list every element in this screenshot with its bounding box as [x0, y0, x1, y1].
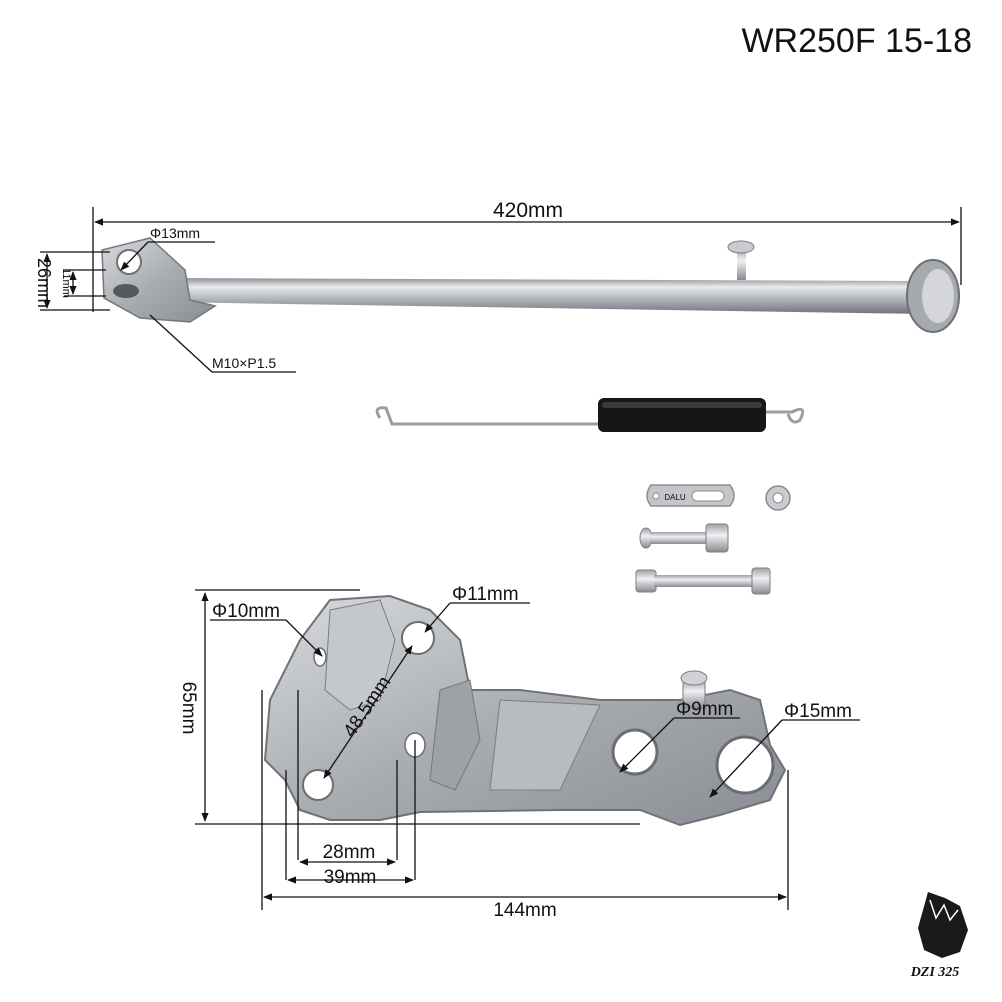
kickstand-tube: [160, 278, 925, 314]
bore-label: Φ13mm: [150, 225, 200, 241]
long-bolt: [635, 567, 771, 595]
product-title: WR250F 15-18: [741, 22, 972, 60]
kickstand: [101, 237, 960, 333]
length-label: 420mm: [493, 199, 563, 222]
bolt-with-nut: [639, 523, 729, 553]
hole-right-label: Φ15mm: [784, 701, 852, 722]
watermark-text: DZI 325: [910, 965, 960, 980]
spacing-b-label: 39mm: [324, 867, 377, 888]
hole-right: [715, 735, 775, 795]
thread-label: M10×P1.5: [212, 355, 276, 371]
spring-pin: [737, 248, 746, 280]
bracket-dimensions: [195, 589, 860, 910]
kickstand-dimensions: [40, 207, 962, 373]
spacing-a-label: 28mm: [323, 842, 376, 863]
hole-mid-label: Φ9mm: [676, 699, 733, 720]
hole-top-label: Φ11mm: [452, 584, 519, 605]
height-label: 26mm: [34, 258, 54, 308]
spring: [375, 398, 805, 432]
hardware: DALU: [635, 484, 791, 595]
hole-bottom: [302, 769, 334, 801]
slotted-plate: DALU: [646, 484, 735, 507]
bracket-width-label: 144mm: [493, 900, 556, 921]
hole-mid: [611, 728, 659, 776]
inner-label: 11mm: [60, 268, 72, 298]
washer: [765, 485, 791, 511]
brand-logo: DZI 325: [910, 892, 968, 980]
hole-left-label: Φ10mm: [212, 601, 280, 622]
plate-text: DALU: [664, 493, 686, 502]
bracket-height-label: 65mm: [178, 682, 199, 735]
